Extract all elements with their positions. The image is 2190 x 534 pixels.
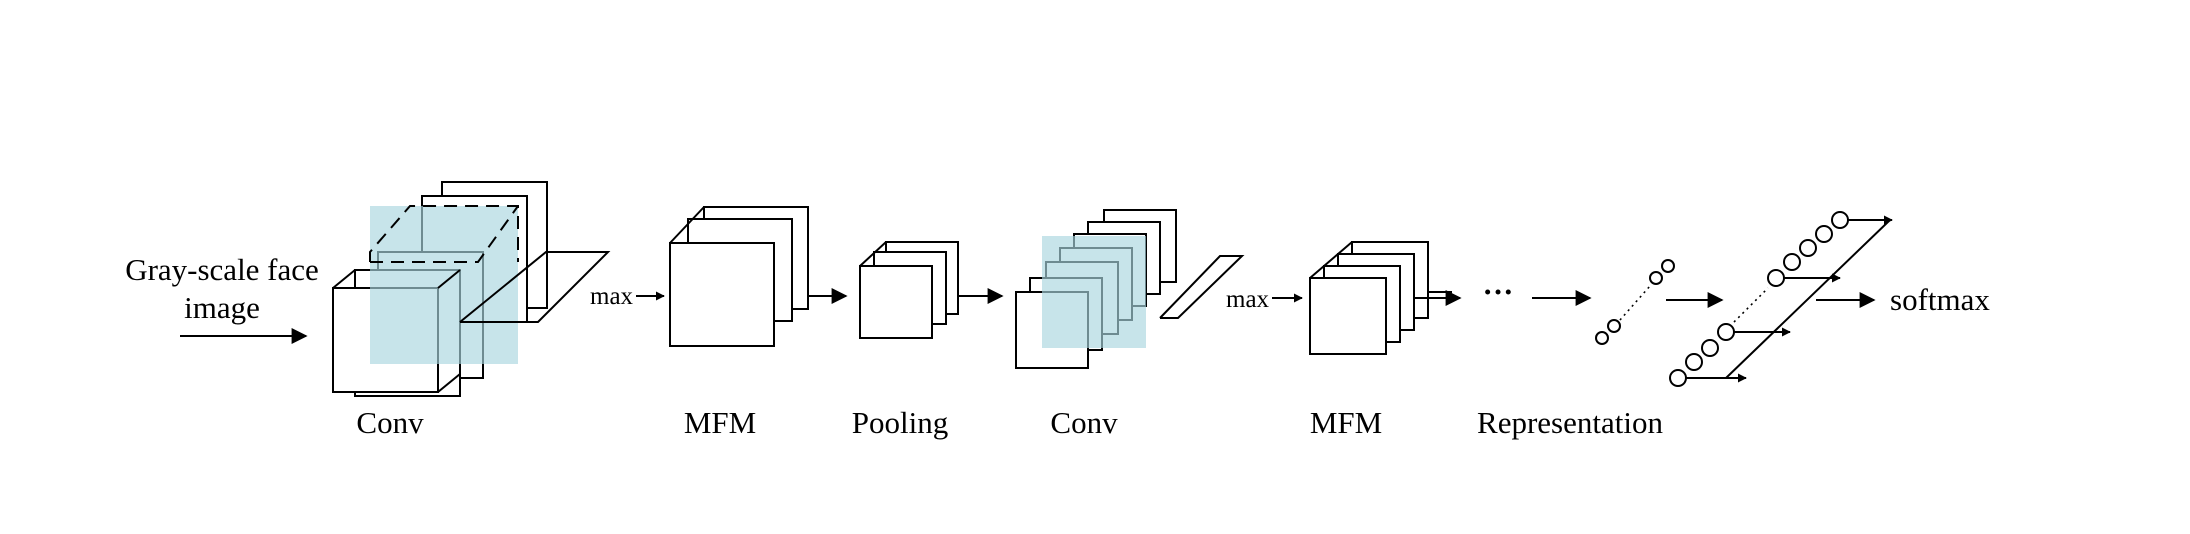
conv2-kernel-highlight	[1042, 236, 1146, 348]
mfm1-label: MFM	[684, 405, 756, 440]
pooling-label: Pooling	[852, 405, 948, 440]
conv2-label: Conv	[1050, 405, 1118, 440]
neuron	[1831, 211, 1849, 229]
conv1-max-plane	[459, 251, 611, 323]
input-label-line1: Gray-scale face	[125, 252, 319, 287]
conv1-dashed-layer	[369, 205, 519, 263]
softmax-label: softmax	[1890, 282, 1990, 317]
neuron	[1799, 239, 1817, 257]
neuron	[1595, 331, 1609, 345]
max1-label: max	[590, 283, 634, 310]
neuron	[1649, 271, 1663, 285]
neuron	[1783, 253, 1801, 271]
output-layer	[1669, 211, 1893, 387]
conv2-max-plane	[1159, 255, 1245, 319]
neuron	[1661, 259, 1675, 273]
neuron	[1701, 339, 1719, 357]
conv1-label: Conv	[356, 405, 424, 440]
conv1-feature-maps	[332, 181, 611, 397]
representation-label: Representation	[1477, 405, 1663, 440]
mfm2-label: MFM	[1310, 405, 1382, 440]
ellipsis: ···	[1482, 274, 1513, 309]
max2-label: max	[1226, 286, 1270, 313]
mfm1-feature-maps	[669, 206, 809, 347]
neuron	[1767, 269, 1785, 287]
neuron	[1685, 353, 1703, 371]
conv2-feature-maps	[1015, 209, 1245, 369]
pooling-feature-maps	[859, 241, 959, 339]
neuron	[1669, 369, 1687, 387]
mfm2-feature-maps	[1309, 241, 1429, 355]
neuron	[1815, 225, 1833, 243]
neuron	[1717, 323, 1735, 341]
input-label-line2: image	[184, 290, 260, 325]
representation-neurons	[1595, 259, 1675, 345]
conv1-kernel-highlight	[370, 206, 518, 364]
neuron	[1607, 319, 1621, 333]
